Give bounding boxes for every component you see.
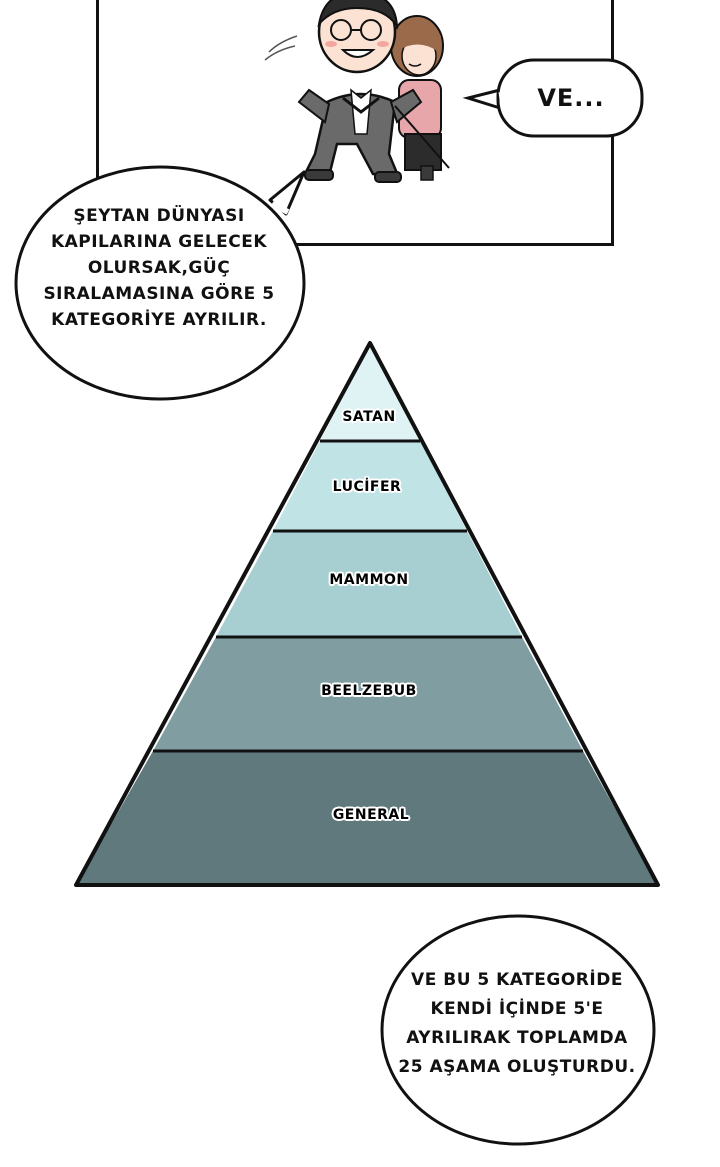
speech-bubble-left bbox=[14, 165, 306, 401]
speech-bubble-bottom-right bbox=[380, 914, 656, 1146]
pyramid-outline bbox=[74, 341, 660, 887]
pyramid-tier-mammon bbox=[216, 531, 522, 637]
bubble-text-top-right: VE... bbox=[537, 84, 605, 112]
pyramid-tier-lucifer bbox=[273, 441, 467, 531]
boy-character bbox=[297, 0, 450, 183]
tier-label-satan: SATAN bbox=[342, 409, 396, 425]
chibi-characters-illustration bbox=[264, 0, 450, 183]
pyramid-tier-satan bbox=[320, 345, 420, 441]
tier-label-beelzebub: BEELZEBUB bbox=[321, 683, 417, 699]
bubble-text-left: ŞEYTAN DÜNYASI KAPILARINA GELECEK OLURSA… bbox=[43, 206, 275, 330]
tier-label-mammon: MAMMON bbox=[329, 572, 409, 588]
pyramid-tier-general bbox=[77, 751, 657, 884]
tier-label-lucifer: LUCİFER bbox=[332, 479, 402, 495]
girl-character bbox=[390, 15, 444, 181]
tier-label-general: GENERAL bbox=[332, 807, 410, 823]
pyramid-tier-beelzebub bbox=[153, 637, 583, 751]
bubble-text-bottom-right: VE BU 5 KATEGORİDE KENDİ İÇİNDE 5'E AYRI… bbox=[398, 970, 636, 1077]
speech-bubble-top-right bbox=[462, 58, 644, 138]
